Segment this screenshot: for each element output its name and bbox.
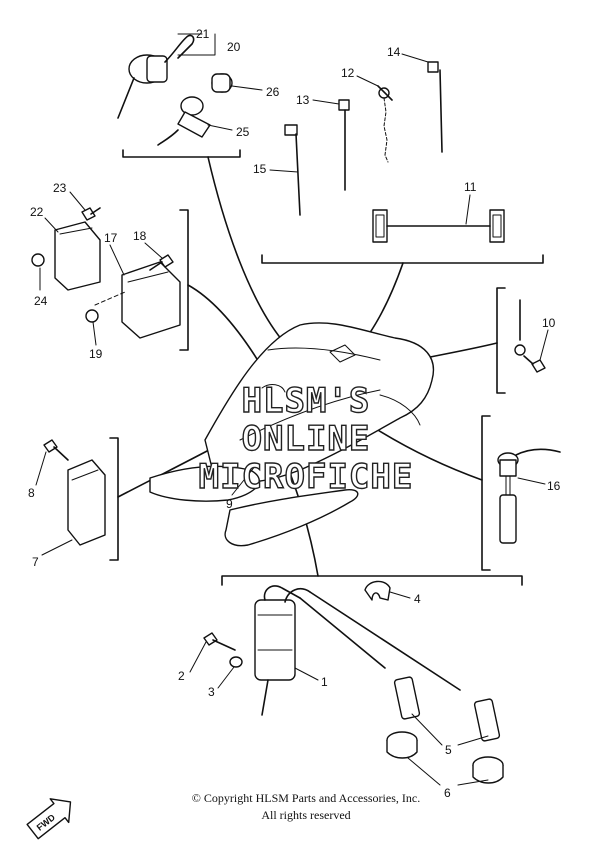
clamp-part-4 [364,580,391,601]
clamp-part-12 [377,85,393,163]
callout-14: 14 [387,45,401,59]
leader-22 [44,217,59,233]
leader-1 [294,667,319,681]
leader-4 [389,591,411,599]
copyright-text: © Copyright HLSM Parts and Accessories, … [191,791,421,805]
leader-5 [411,713,489,746]
chassis-frame [149,322,434,547]
lead-part-10 [514,299,546,373]
leader-3 [217,666,235,689]
leader-25 [207,124,233,131]
leader-10 [539,329,549,361]
callout-19: 19 [89,347,103,361]
plug-cap-part-6 [386,731,504,784]
callout-6: 6 [444,786,451,800]
callout-21: 21 [196,27,210,41]
callout-3: 3 [208,685,215,699]
leader-2 [189,641,207,673]
washer-part-3 [229,656,243,668]
callout-18: 18 [133,229,147,243]
bolt-part-18 [149,254,174,271]
callout-24: 24 [34,294,48,308]
plug-lead-part-5 [299,591,501,742]
bolt-part-23 [81,207,101,221]
bracket-right-upper [496,287,506,394]
leader-7 [41,539,73,556]
bracket-top-right [261,254,544,264]
leader-13 [312,99,340,105]
bracket-left-upper [179,209,189,351]
leader-26 [231,85,263,91]
holder-part-11 [372,209,505,243]
bracket-top-left [122,149,241,158]
callout-10: 10 [542,316,556,330]
callout-15: 15 [253,162,267,176]
bracket-left-lower [109,437,119,561]
leader-9 [231,464,257,496]
relay-part-7 [67,459,106,546]
nut-part-24 [31,253,45,267]
callout-11: 11 [464,180,477,194]
callout-9: 9 [226,497,233,511]
leader-12 [356,75,379,87]
callout-12: 12 [341,66,355,80]
callout-25: 25 [236,125,250,139]
nut-part-19 [85,309,99,323]
callout-26: 26 [266,85,280,99]
callout-1: 1 [321,675,328,689]
leader-15 [269,169,299,173]
unit-part-17 [94,261,181,339]
switch-assembly-part-25 [157,96,211,146]
band-part-13 [338,99,350,191]
callout-5: 5 [445,743,452,757]
band-part-15 [284,124,301,216]
callout-13: 13 [296,93,310,107]
leader-top-left [207,156,283,341]
callout-22: 22 [30,205,44,219]
callout-2: 2 [178,669,185,683]
watermark-line-3: MICROFICHE [199,457,414,497]
leader-6 [407,757,489,786]
bracket-bottom [221,575,523,586]
bracket-right-lower [481,415,491,571]
main-switch-part-20 [117,34,195,119]
callout-4: 4 [414,592,421,606]
switch-cover-part-26 [211,73,233,93]
leader-11 [465,194,471,225]
bolt-part-8 [43,439,69,461]
sensor-part-16 [497,448,561,544]
fwd-arrow-icon: FWD [26,798,72,840]
leader-14 [401,53,429,63]
watermark-line-2: ONLINE [242,419,371,459]
callout-16: 16 [547,479,561,493]
leader-18 [144,242,163,259]
band-part-14 [427,61,443,153]
leader-left-upper [187,284,266,373]
rights-text: All rights reserved [261,808,351,822]
leader-19 [92,321,97,346]
leader-8 [35,451,47,486]
leader-23 [69,191,86,211]
leader-17 [109,244,125,276]
leader-20 [177,33,216,56]
unit-part-22 [54,221,101,291]
leader-16 [517,477,546,485]
callout-7: 7 [32,555,39,569]
bolt-part-2 [203,632,236,651]
ignition-coil-part-1 [254,585,311,716]
callout-17: 17 [104,231,118,245]
callout-8: 8 [28,486,35,500]
callout-20: 20 [227,40,241,54]
callout-23: 23 [53,181,67,195]
watermark-line-1: HLSM'S [242,381,371,421]
